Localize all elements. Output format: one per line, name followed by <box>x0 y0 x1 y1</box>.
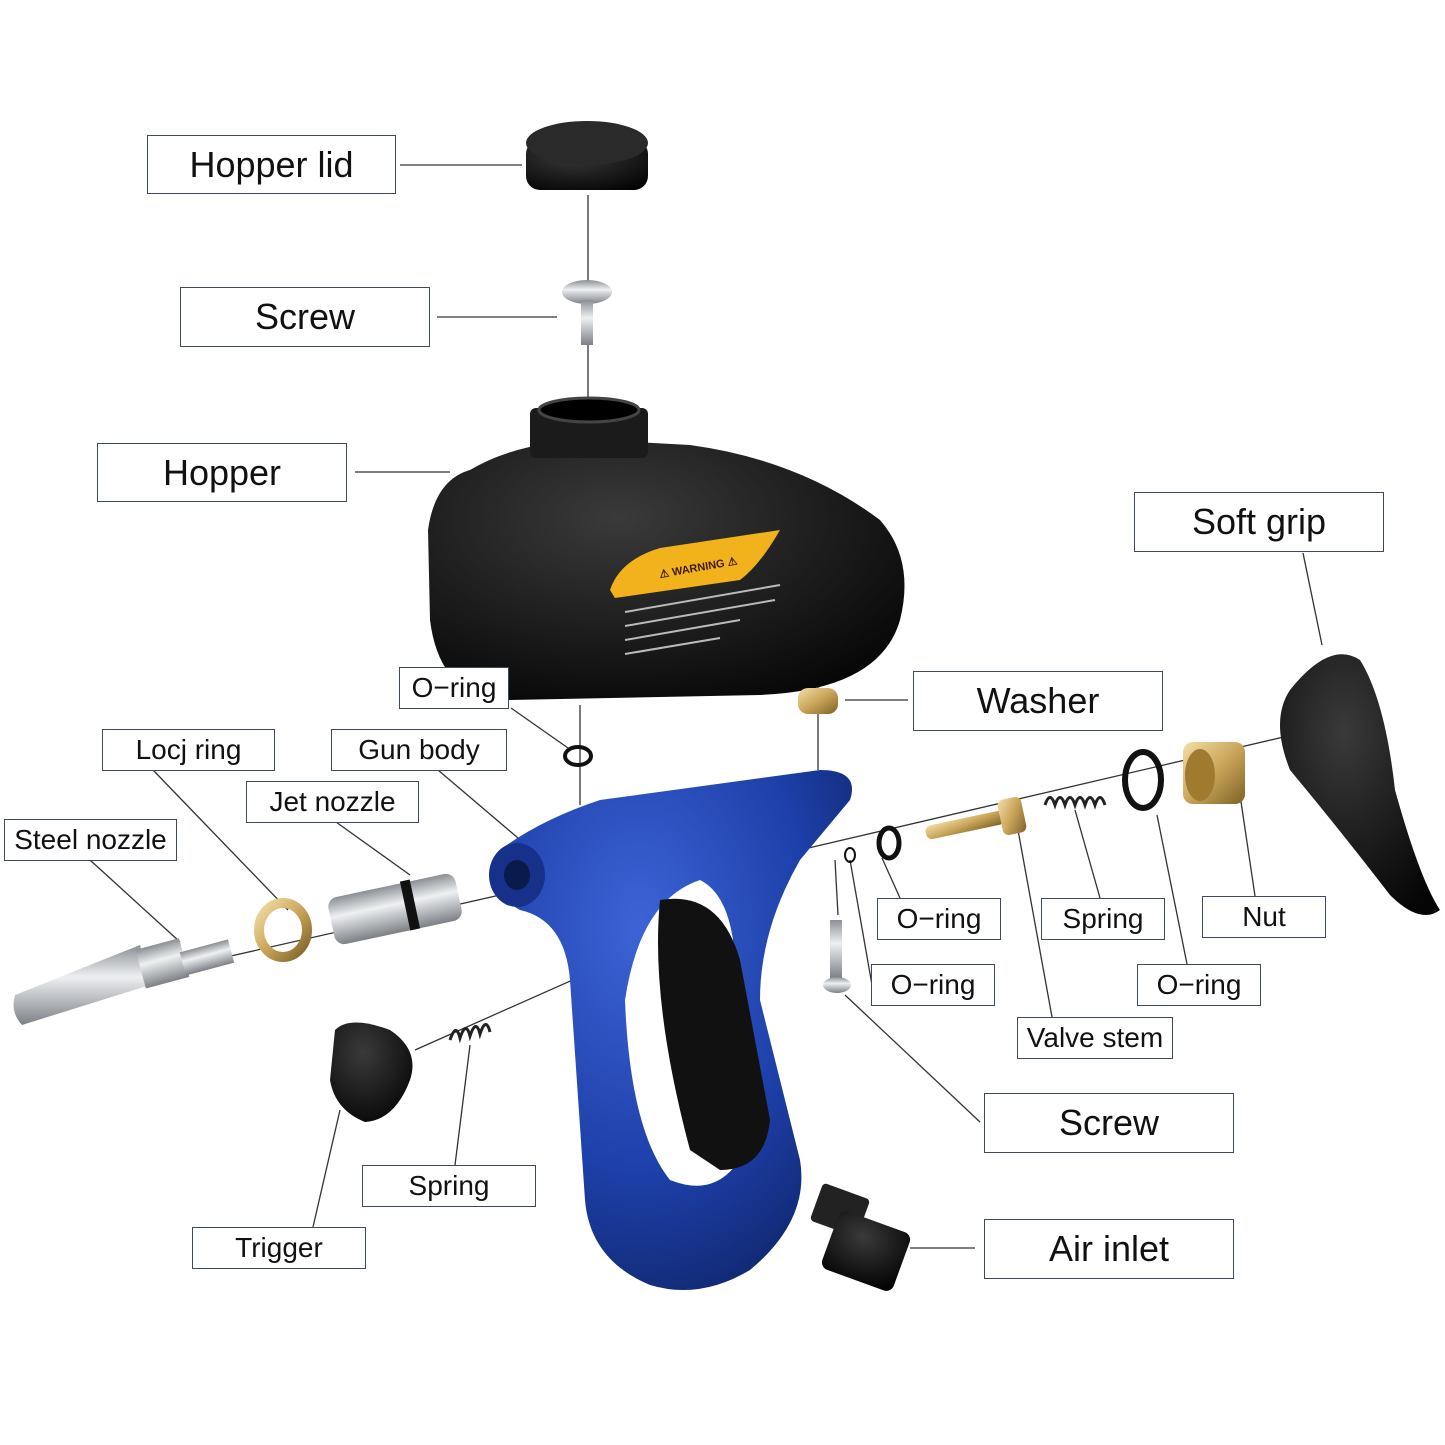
screw-bottom-part <box>823 920 851 993</box>
label-jet-nozzle: Jet nozzle <box>246 781 419 823</box>
o-ring-small-part <box>844 847 856 863</box>
o-ring-top-part <box>563 745 593 767</box>
o-ring-mid-part <box>876 825 902 861</box>
label-valve-stem: Valve stem <box>1017 1017 1173 1059</box>
washer-part <box>798 688 838 714</box>
spring-trigger-part <box>448 1023 492 1044</box>
label-air-inlet: Air inlet <box>984 1219 1234 1279</box>
label-o-ring-top: O−ring <box>399 667 509 709</box>
spring-valve-part <box>1043 796 1107 810</box>
label-o-ring-low: O−ring <box>871 964 995 1006</box>
label-screw-bottom: Screw <box>984 1093 1234 1153</box>
label-screw-top: Screw <box>180 287 430 347</box>
label-hopper: Hopper <box>97 443 347 502</box>
label-o-ring-right: O−ring <box>1137 964 1261 1006</box>
label-spring-valve: Spring <box>1041 898 1165 940</box>
air-inlet-part <box>810 1183 911 1291</box>
jet-nozzle-part <box>328 873 462 945</box>
hopper-part: ⚠ WARNING ⚠ <box>428 396 905 700</box>
soft-grip-part <box>1280 654 1440 915</box>
valve-stem-part <box>925 797 1027 840</box>
label-gun-body: Gun body <box>331 729 507 771</box>
label-washer: Washer <box>913 671 1163 731</box>
steel-nozzle-part <box>13 938 235 1025</box>
label-trigger: Trigger <box>192 1227 366 1269</box>
hopper-lid-part <box>526 121 648 190</box>
label-soft-grip: Soft grip <box>1134 492 1384 552</box>
gun-body-part <box>489 770 852 1290</box>
label-o-ring-mid: O−ring <box>877 898 1001 940</box>
label-lock-ring: Locj ring <box>102 729 275 771</box>
screw-top-part <box>562 280 612 345</box>
label-spring-trigger: Spring <box>362 1165 536 1207</box>
nut-part <box>1183 742 1245 804</box>
o-ring-right-part <box>1122 749 1164 811</box>
lock-ring-part <box>254 898 312 962</box>
label-steel-nozzle: Steel nozzle <box>4 819 177 861</box>
trigger-part <box>330 1022 413 1122</box>
label-nut: Nut <box>1202 896 1326 938</box>
label-hopper-lid: Hopper lid <box>147 135 396 194</box>
